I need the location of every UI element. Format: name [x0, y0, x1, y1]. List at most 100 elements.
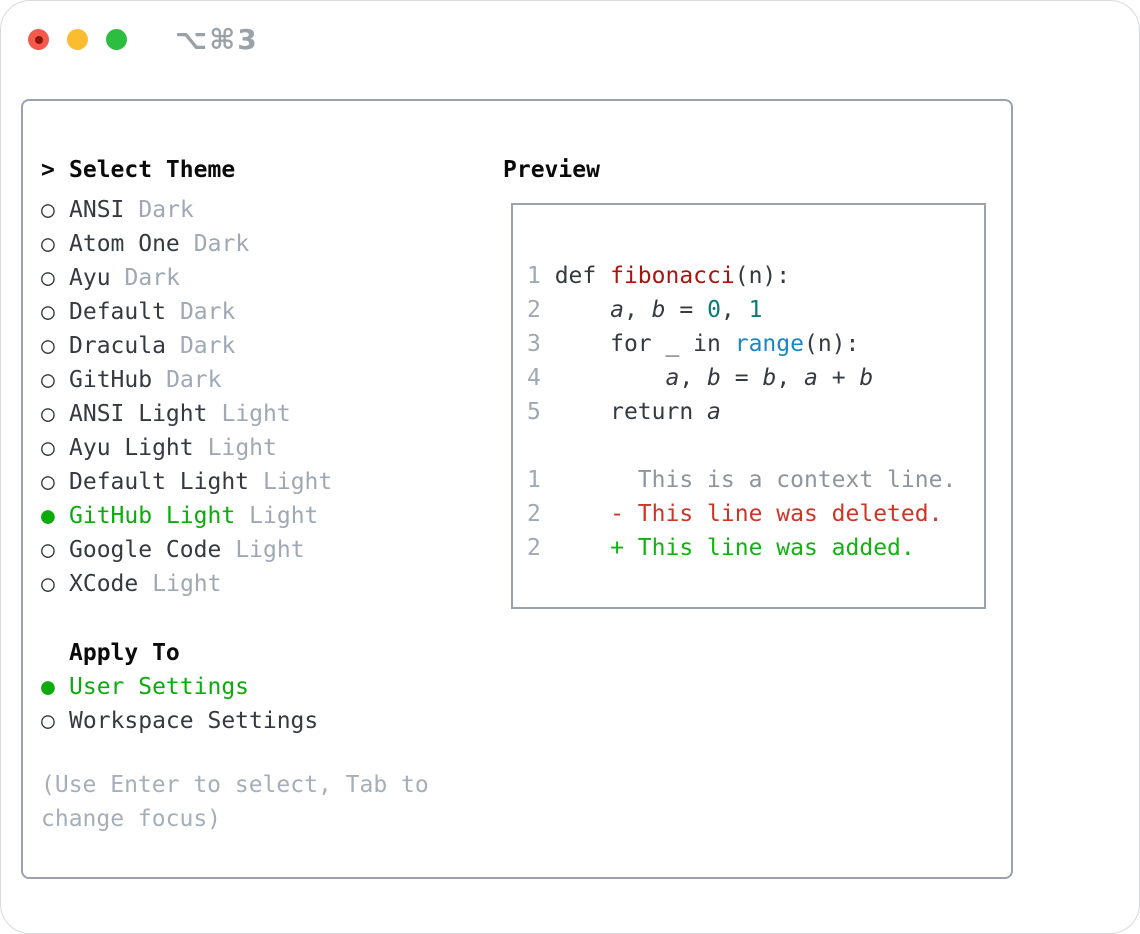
line-number: 2: [527, 297, 555, 323]
theme-label: Atom One: [69, 231, 180, 257]
apply-to-header: Apply To: [69, 640, 180, 666]
code-segment: def: [554, 263, 611, 289]
help-text: (Use Enter to select, Tab to change focu…: [41, 772, 429, 832]
code-segment: +: [817, 365, 860, 391]
apply-option-workspace-settings[interactable]: ○ Workspace Settings: [41, 704, 503, 738]
radio-unselected-icon: ○: [41, 265, 55, 291]
code-segment: b: [859, 365, 874, 391]
theme-list-header-row: > Select Theme: [41, 153, 503, 187]
window-title-shortcut: ⌥⌘3: [175, 22, 259, 56]
minimize-button[interactable]: [67, 28, 88, 50]
code-line: 4 a, b = b, a + b: [527, 361, 984, 395]
radio-selected-icon: ●: [41, 503, 55, 529]
code-segment: b: [651, 297, 666, 323]
theme-variant-tag: Dark: [179, 299, 236, 325]
code-segment: [555, 365, 666, 391]
radio-selected-icon: ●: [41, 674, 55, 700]
code-segment: fibonacci: [610, 263, 735, 289]
code-line: 1 This is a context line.: [527, 463, 984, 497]
code-segment: ,: [623, 297, 652, 323]
code-segment: a: [804, 365, 818, 391]
line-number: 2: [527, 501, 541, 527]
code-segment: range: [734, 331, 804, 357]
code-line: [527, 429, 984, 463]
theme-label: XCode: [69, 571, 139, 597]
theme-variant-tag: Dark: [193, 231, 250, 257]
theme-label: GitHub Light: [69, 503, 236, 529]
code-segment: This is a context line.: [540, 467, 957, 493]
code-segment: - This line was deleted.: [540, 501, 943, 527]
code-segment: b: [762, 365, 777, 391]
apply-label: Workspace Settings: [69, 708, 319, 734]
radio-unselected-icon: ○: [41, 537, 55, 563]
radio-unselected-icon: ○: [41, 571, 55, 597]
line-number: 2: [527, 535, 541, 561]
code-segment: ,: [776, 365, 805, 391]
line-number: 5: [527, 399, 555, 425]
code-line: 2 + This line was added.: [527, 531, 984, 565]
radio-unselected-icon: ○: [41, 401, 55, 427]
line-number: 4: [527, 365, 555, 391]
theme-label: Default Light: [69, 469, 250, 495]
apply-option-user-settings[interactable]: ●User Settings: [41, 670, 503, 704]
theme-variant-tag: Dark: [166, 367, 222, 393]
theme-label: ANSI Light: [69, 401, 208, 427]
zoom-button[interactable]: [106, 28, 127, 50]
theme-variant-tag: Light: [221, 401, 291, 427]
radio-unselected-icon: ○: [41, 708, 55, 734]
radio-unselected-icon: ○: [41, 197, 55, 223]
preview-column: Preview 1 def fibonacci(n):2 a, b = 0, 1…: [503, 153, 991, 877]
theme-variant-tag: Light: [263, 469, 333, 495]
code-line: 5 return a: [527, 395, 984, 429]
radio-unselected-icon: ○: [41, 469, 55, 495]
theme-option-ansi-light[interactable]: ○ ANSI Light Light: [41, 397, 503, 431]
code-segment: [555, 297, 610, 323]
theme-variant-tag: Dark: [138, 197, 194, 223]
theme-label: ANSI: [69, 197, 125, 223]
theme-variant-tag: Dark: [124, 265, 180, 291]
prompt-icon: >: [41, 157, 55, 183]
code-segment: a: [707, 399, 721, 425]
line-number: 1: [527, 467, 541, 493]
code-line: 3 for _ in range(n):: [527, 327, 984, 361]
code-segment: return: [554, 399, 708, 425]
theme-label: Default: [69, 299, 166, 325]
apply-to-list: ●User Settings ○ Workspace Settings: [41, 670, 503, 738]
code-line: 2 - This line was deleted.: [527, 497, 984, 531]
code-segment: =: [665, 297, 708, 323]
code-segment: a: [665, 365, 680, 391]
code-segment: (n):: [734, 263, 791, 289]
theme-list-header: Select Theme: [69, 157, 236, 183]
theme-label: Ayu: [69, 265, 111, 291]
theme-option-ayu[interactable]: ○ Ayu Dark: [41, 261, 503, 295]
theme-label: Ayu Light: [69, 435, 194, 461]
theme-variant-tag: Light: [152, 571, 222, 597]
window-titlebar: ⌥⌘3: [1, 1, 1139, 77]
close-button[interactable]: [28, 28, 49, 50]
code-segment: b: [707, 365, 721, 391]
code-segment: ,: [679, 365, 708, 391]
code-line: 1 def fibonacci(n):: [527, 259, 984, 293]
code-segment: + This line was added.: [540, 535, 915, 561]
theme-option-ansi[interactable]: ○ ANSI Dark: [41, 193, 503, 227]
theme-option-atom-one[interactable]: ○ Atom One Dark: [41, 227, 503, 261]
code-segment: a: [610, 297, 624, 323]
radio-unselected-icon: ○: [41, 231, 55, 257]
theme-option-default-light[interactable]: ○ Default Light Light: [41, 465, 503, 499]
code-segment: (n):: [803, 331, 860, 357]
theme-option-xcode[interactable]: ○ XCode Light: [41, 567, 503, 601]
code-line: 2 a, b = 0, 1: [527, 293, 984, 327]
theme-variant-tag: Light: [235, 537, 305, 563]
radio-unselected-icon: ○: [41, 435, 55, 461]
